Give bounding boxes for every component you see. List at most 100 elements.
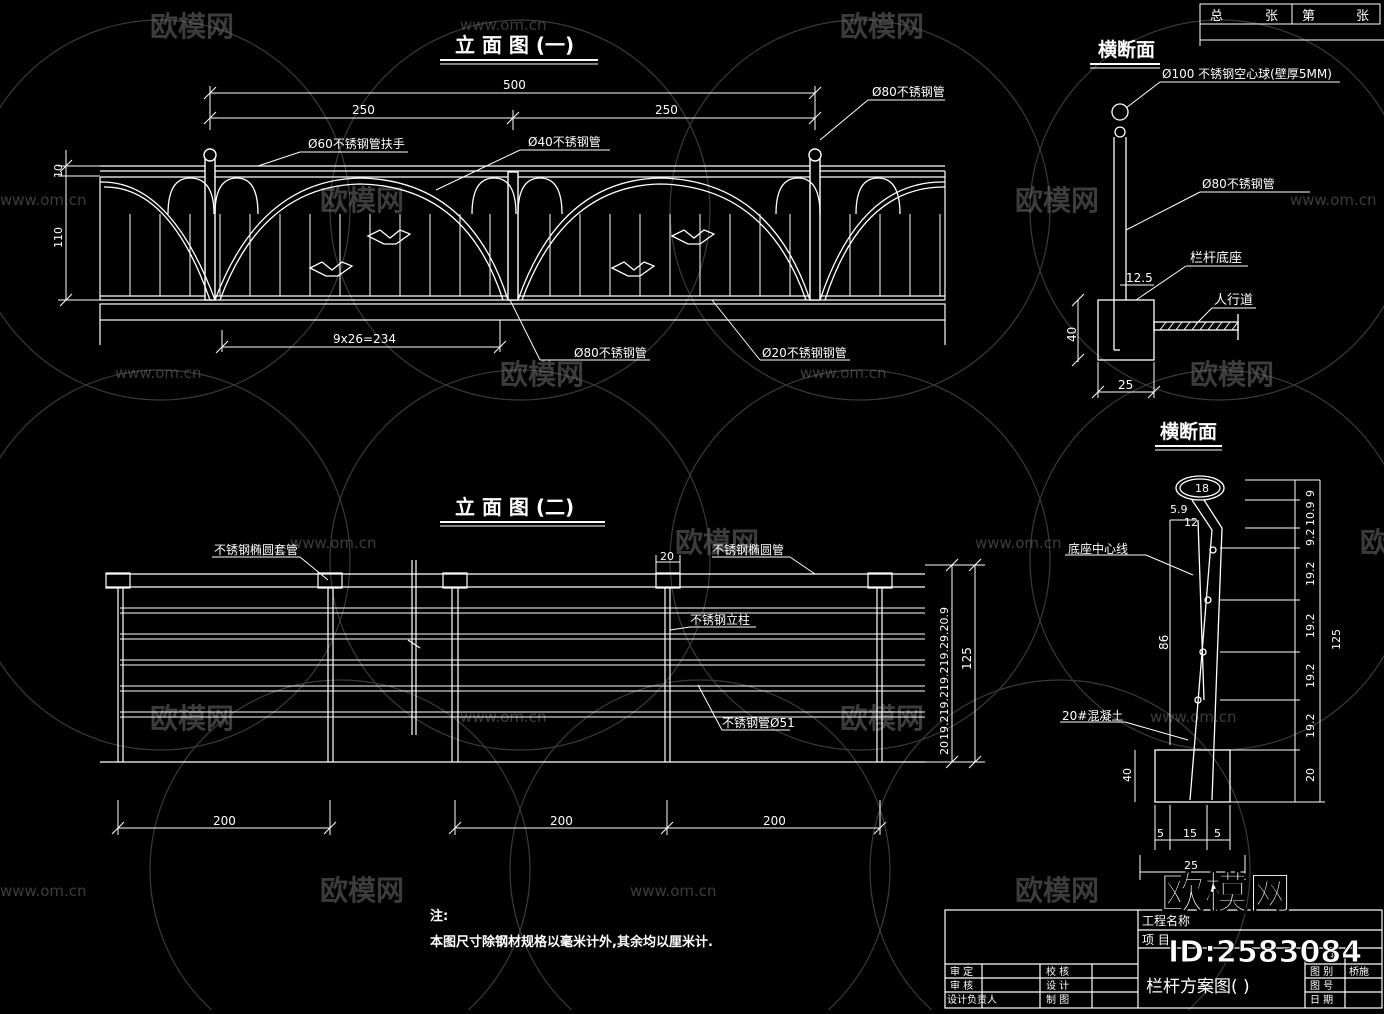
- watermark-brand: 欧模网: [150, 702, 234, 735]
- tb-project-name: 工程名称: [1142, 913, 1190, 928]
- watermark-url: www.om.cn: [975, 534, 1062, 552]
- dim-span-3: 200: [763, 814, 786, 828]
- sheet-total-unit: 张: [1265, 9, 1278, 24]
- label-handrail-60: Ø60不锈钢管扶手: [308, 136, 405, 151]
- label-center-line: 底座中心线: [1068, 541, 1128, 556]
- label-ellipse-18: 18: [1195, 482, 1209, 495]
- dim-19-2-c: 19.2: [1304, 664, 1317, 689]
- dim-bottom-20: 20: [938, 741, 951, 755]
- notes-text: 本图尺寸除钢材规格以毫米计外,其余均以厘米计.: [430, 934, 713, 950]
- sheet-no-unit: 张: [1356, 9, 1369, 24]
- watermark-brand: 欧模网: [1360, 526, 1384, 559]
- label-walkway: 人行道: [1214, 293, 1253, 308]
- dim-5-9: 5.9: [1170, 503, 1188, 516]
- watermark-brand: 欧模网: [1015, 874, 1099, 907]
- walkway-hatch: [1223, 321, 1231, 331]
- watermark-url: www.om.cn: [1150, 708, 1237, 726]
- dim-125: 125: [1330, 629, 1343, 650]
- watermark-brand: 欧模网: [320, 874, 404, 907]
- tb-sheet-no: 号: [1330, 952, 1340, 964]
- label-ellipse-sleeve: 不锈钢椭圆套管: [214, 542, 298, 557]
- section-1: 横断面 Ø1: [1065, 38, 1340, 399]
- title-block: [944, 909, 1383, 1009]
- walkway-hatch: [1167, 321, 1175, 331]
- watermark-brand: 欧模网: [150, 10, 234, 43]
- tb-category: 图 别: [1310, 966, 1333, 978]
- dim-base-25: 25: [1184, 859, 1198, 872]
- dim-offset-12-5: 12.5: [1126, 271, 1153, 285]
- watermark-layer: 欧模网欧模网欧模网欧模网欧模网欧模网欧模网欧模网欧模网欧模网欧模网欧模网www.…: [0, 10, 1384, 907]
- walkway-hatch: [1159, 321, 1167, 331]
- walkway-hatch: [1231, 321, 1239, 331]
- dim-base-5b: 5: [1214, 827, 1221, 840]
- dim-span-2: 200: [550, 814, 573, 828]
- watermark-brand: 欧模网: [675, 526, 759, 559]
- tb-designer-lead: 设计负责人: [947, 993, 997, 1006]
- notes: 注: 本图尺寸除钢材规格以毫米计外,其余均以厘米计.: [430, 908, 713, 950]
- dim-9-2: 9.2: [1304, 529, 1317, 547]
- dim-20: 20: [1304, 768, 1317, 782]
- section-2-title: 横断面: [1160, 420, 1217, 443]
- dim-right-250: 250: [655, 103, 678, 117]
- dim-body-110: 110: [52, 227, 65, 248]
- elevation-1-title: 立 面 图 (一): [455, 33, 574, 57]
- walkway-hatch: [1175, 321, 1183, 331]
- dim-19-2-d: 19.2: [1304, 714, 1317, 739]
- tb-category-val: 桥施: [1349, 965, 1369, 978]
- tb-review: 审 定: [950, 965, 973, 978]
- watermark-brand: 欧模网: [320, 184, 404, 217]
- tb-draw: 制 图: [1046, 993, 1069, 1006]
- tb-date: 日 期: [1310, 994, 1333, 1006]
- watermark-url: www.om.cn: [115, 364, 202, 382]
- dim-spacing: 9x26=234: [333, 332, 396, 346]
- watermark-id: ID:2583084: [1168, 935, 1362, 970]
- sheet-total-label: 总: [1210, 9, 1223, 24]
- watermark-brand: 欧模网: [1190, 358, 1274, 391]
- watermark-brand: 欧模网: [840, 10, 924, 43]
- walkway-hatch: [1207, 321, 1215, 331]
- walkway-hatch: [1183, 321, 1191, 331]
- dim-40: 40: [1121, 768, 1134, 782]
- label-pipe-40: Ø40不锈钢管: [528, 134, 601, 149]
- dim-gap-20: 20: [660, 550, 674, 563]
- watermark-brand-large: 欧模网: [1160, 868, 1292, 919]
- label-concrete: 20#混凝土: [1062, 708, 1123, 723]
- label-base: 栏杆底座: [1190, 250, 1242, 266]
- dim-base-15: 15: [1183, 827, 1197, 840]
- tb-design: 设 计: [1046, 979, 1069, 992]
- dim-base-width-25: 25: [1118, 378, 1133, 392]
- walkway-hatch: [1199, 321, 1207, 331]
- dim-19-2-b: 19.2: [1304, 614, 1317, 639]
- watermark-url: www.om.cn: [800, 364, 887, 382]
- notes-heading: 注:: [430, 908, 448, 924]
- dim-total-500: 500: [503, 78, 526, 92]
- tb-drawing-no: 图 号: [1310, 980, 1333, 992]
- elevation-2-title: 立 面 图 (二): [455, 495, 574, 519]
- watermark-circles: [0, 19, 1384, 1014]
- label-pipe-20: Ø20不锈钢钢管: [762, 345, 847, 360]
- label-post-80-bottom: Ø80不锈钢管: [574, 345, 647, 360]
- dim-left-250: 250: [352, 103, 375, 117]
- section-1-title: 横断面: [1098, 38, 1155, 61]
- section-2: 横断面: [1060, 420, 1343, 880]
- label-pipe-51: 不锈钢管Ø51: [722, 715, 795, 730]
- watermark-url: www.om.cn: [460, 16, 547, 34]
- label-hollow-ball: Ø100 不锈钢空心球(壁厚5MM): [1162, 66, 1332, 81]
- elevation-2: 立 面 图 (二): [100, 495, 985, 835]
- label-ellipse-pipe: 不锈钢椭圆管: [712, 542, 784, 557]
- dim-vertical-stack: 19.219.219.219.29.20.9: [938, 607, 951, 740]
- watermark-url: www.om.cn: [1290, 191, 1377, 209]
- dim-10-9: 10.9: [1304, 502, 1317, 527]
- tb-check: 审 核: [950, 979, 973, 992]
- dim-total-125: 125: [960, 647, 974, 670]
- dim-9: 9: [1304, 490, 1317, 497]
- watermark-url: www.om.cn: [630, 882, 717, 900]
- tb-item: 项 目: [1142, 933, 1170, 947]
- dim-base-height-40: 40: [1065, 327, 1079, 342]
- watermark-url: www.om.cn: [290, 534, 377, 552]
- label-steel-column: 不锈钢立柱: [690, 612, 750, 627]
- watermark-url: www.om.cn: [0, 882, 87, 900]
- dim-19-2-a: 19.2: [1304, 562, 1317, 587]
- dim-86: 86: [1157, 635, 1171, 650]
